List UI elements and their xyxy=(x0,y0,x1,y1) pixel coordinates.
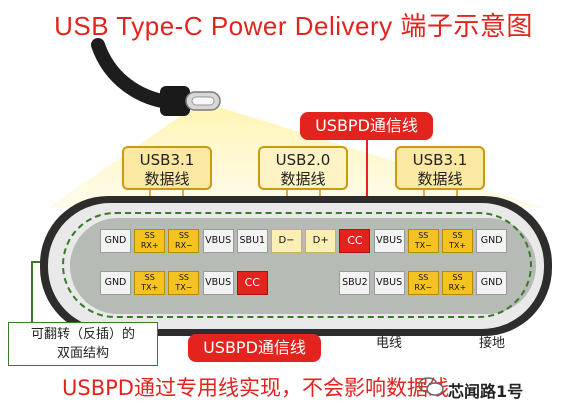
pin-vbus: VBUS xyxy=(202,271,234,295)
pin-label: GND xyxy=(104,277,127,288)
usb20-callout: USB2.0 数据线 xyxy=(258,146,348,190)
pin-label: SS xyxy=(178,231,189,240)
reversible-line: 可翻转（反插）的 xyxy=(30,327,135,342)
reversible-outline xyxy=(62,212,532,318)
pin-vbus: VBUS xyxy=(373,229,405,253)
pin-sublabel: TX− xyxy=(175,283,193,292)
pin-sublabel: RX− xyxy=(175,241,193,250)
pin-label: SS xyxy=(452,231,463,240)
callout-line: USB3.1 xyxy=(412,151,468,169)
pin-label: VBUS xyxy=(205,277,232,288)
pin-d-: D+ xyxy=(305,229,337,253)
pin-label: D− xyxy=(278,235,295,246)
usbpd-top-label: USBPD通信线 xyxy=(300,112,433,140)
reversible-line: 双面结构 xyxy=(56,346,109,361)
pin-label: CC xyxy=(347,234,363,247)
pin-label: SS xyxy=(452,273,463,282)
pin-label: SBU1 xyxy=(239,235,266,246)
pin-sublabel: TX− xyxy=(414,241,432,250)
callout-line: 数据线 xyxy=(144,170,190,188)
pin-label: GND xyxy=(480,235,503,246)
pin-gnd: GND xyxy=(476,271,508,295)
pin-label: SS xyxy=(418,231,429,240)
pin-label: SS xyxy=(144,273,155,282)
pin-sublabel: RX− xyxy=(414,283,433,292)
pin-cc: CC xyxy=(339,229,371,253)
callout-line: 数据线 xyxy=(417,170,463,188)
wechat-icon xyxy=(418,377,444,396)
pin-sbu1: SBU1 xyxy=(236,229,268,253)
bottom-caption: USBPD通过专用线实现，不会影响数据线 xyxy=(62,376,449,400)
pin-gnd: GND xyxy=(100,271,131,295)
pin-vbus: VBUS xyxy=(373,271,405,295)
pin-sublabel: TX+ xyxy=(448,241,467,250)
pin-label: GND xyxy=(104,235,127,246)
pin-sbu2: SBU2 xyxy=(339,271,371,295)
plug-metal xyxy=(185,91,221,111)
pin-sublabel: RX+ xyxy=(140,241,159,250)
pin-label: VBUS xyxy=(376,235,403,246)
pin-gnd: GND xyxy=(476,229,508,253)
pin-label: SS xyxy=(178,273,189,282)
pin-sublabel: RX+ xyxy=(448,283,467,292)
pin-label: D+ xyxy=(312,235,329,246)
pin-label: SS xyxy=(144,231,155,240)
power-line-label: 电线 xyxy=(376,336,403,351)
usb31-right-callout: USB3.1 数据线 xyxy=(395,146,485,190)
pin-label: GND xyxy=(480,277,503,288)
pin-label: VBUS xyxy=(205,235,232,246)
pin-cc: CC xyxy=(236,271,268,295)
pin-vbus: VBUS xyxy=(202,229,234,253)
pin-sublabel: TX+ xyxy=(141,283,159,292)
usb31-left-callout: USB3.1 数据线 xyxy=(122,146,212,190)
pin-label: VBUS xyxy=(376,277,403,288)
pin-label: CC xyxy=(244,276,260,289)
diagram-title: USB Type-C Power Delivery 端子示意图 xyxy=(54,11,533,41)
pin-label: SS xyxy=(418,273,429,282)
pin-gnd: GND xyxy=(100,229,131,253)
watermark: 芯闻路1号 xyxy=(448,382,524,401)
callout-line: USB2.0 xyxy=(275,151,331,169)
callout-line: USB3.1 xyxy=(139,151,195,169)
plug-body xyxy=(160,86,190,116)
callout-line: 数据线 xyxy=(280,170,326,188)
cable xyxy=(91,38,175,109)
reversible-label: 可翻转（反插）的 双面结构 xyxy=(8,322,158,366)
usbpd-bottom-label: USBPD通信线 xyxy=(188,334,321,362)
pin-label: SBU2 xyxy=(342,277,368,288)
pin-d-: D− xyxy=(271,229,302,253)
ground-label: 接地 xyxy=(479,336,506,351)
